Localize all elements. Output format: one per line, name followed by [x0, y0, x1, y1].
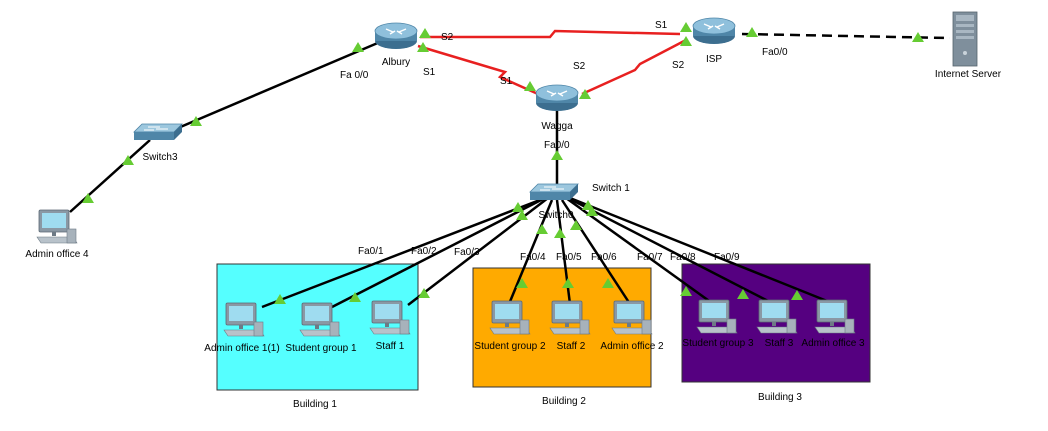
port-label: S2 — [573, 61, 586, 72]
serial-link-albury-wagga[interactable] — [417, 44, 539, 96]
port-label: Fa0/2 — [411, 246, 437, 257]
internet-server-label: Internet Server — [935, 69, 1002, 80]
port-label: S1 — [423, 67, 436, 78]
building-1-label: Building 1 — [293, 399, 337, 410]
router-albury-label: Albury — [382, 57, 410, 68]
switch-switch3[interactable] — [133, 123, 183, 141]
pc-admin-office-3-label: Admin office 3 — [801, 338, 865, 349]
port-label: Fa0/4 — [520, 252, 546, 263]
port-label: Fa0/7 — [637, 252, 663, 263]
building-2-box — [472, 267, 652, 388]
internet-server[interactable] — [952, 11, 978, 67]
router-icon — [374, 22, 418, 50]
link-up-icon — [352, 42, 364, 52]
switch0-label: Switch0 — [538, 210, 573, 221]
pc-staff-3-label: Staff 3 — [765, 338, 794, 349]
pc-student-group-2-label: Student group 2 — [474, 341, 546, 352]
serial-link-albury-isp[interactable] — [420, 29, 681, 39]
switch3-label: Switch3 — [142, 152, 177, 163]
router-icon — [535, 84, 579, 112]
ethernet-link-fa04[interactable] — [507, 199, 554, 305]
ethernet-link-fa08[interactable] — [567, 196, 773, 305]
pc-icon — [36, 209, 78, 244]
server-icon — [952, 11, 978, 67]
ethernet-link-isp-server[interactable] — [741, 32, 951, 40]
link-up-icon — [680, 22, 692, 32]
switch-icon — [133, 123, 183, 141]
router-isp[interactable] — [692, 17, 736, 45]
pc-admin-office-2-label: Admin office 2 — [600, 341, 664, 352]
link-status-indicators — [82, 22, 924, 304]
port-label: Fa0/5 — [556, 252, 582, 263]
port-label: Fa0/3 — [454, 247, 480, 258]
port-label: Fa0/0 — [762, 47, 788, 58]
building-3-label: Building 3 — [758, 392, 802, 403]
router-albury[interactable] — [374, 22, 418, 50]
link-up-icon — [746, 27, 758, 37]
port-label: S1 — [500, 76, 513, 87]
building-3-area: Building 3 — [681, 263, 871, 403]
ethernet-link-albury-switch3[interactable] — [177, 40, 381, 130]
ethernet-link-fa06[interactable] — [560, 199, 632, 305]
pc-staff-1-label: Staff 1 — [376, 341, 405, 352]
pc-admin-office-1-label: Admin office 1(1) — [204, 343, 279, 354]
port-label: S2 — [672, 60, 685, 71]
router-isp-label: ISP — [706, 54, 722, 65]
port-label: Fa0/6 — [591, 252, 617, 263]
port-label: Fa0/8 — [670, 252, 696, 263]
switch-icon — [529, 183, 579, 201]
pc-admin-office-4-label: Admin office 4 — [25, 249, 89, 260]
building-2-area: Building 2 — [472, 267, 652, 407]
pc-student-group-1-label: Student group 1 — [285, 343, 357, 354]
link-up-icon — [551, 150, 563, 160]
port-labels: S2 S1 Fa 0/0 S1 S2 Fa0/0 S1 S2 Fa0/0 Fa0… — [340, 20, 788, 263]
building-2-label: Building 2 — [542, 396, 586, 407]
port-label: Fa0/1 — [358, 246, 384, 257]
link-up-icon — [554, 228, 566, 238]
port-label: Fa0/9 — [714, 252, 740, 263]
ethernet-link-fa01[interactable] — [261, 196, 546, 309]
switch0-alias-label: Switch 1 — [592, 183, 630, 194]
router-wagga[interactable] — [535, 84, 579, 112]
serial-link-isp-wagga[interactable] — [581, 38, 687, 96]
router-wagga-label: Wagga — [541, 121, 573, 132]
port-label: S2 — [441, 32, 454, 43]
link-up-icon — [419, 28, 431, 38]
link-up-icon — [536, 224, 548, 234]
ethernet-link-fa02[interactable] — [331, 196, 546, 309]
port-label: Fa 0/0 — [340, 70, 369, 81]
ethernet-link-fa09[interactable] — [569, 196, 833, 305]
port-label: S1 — [655, 20, 668, 31]
switch-switch0[interactable] — [529, 183, 579, 201]
port-label: Fa0/0 — [544, 140, 570, 151]
link-up-icon — [524, 81, 536, 91]
pc-admin-office-4[interactable] — [36, 209, 78, 244]
pc-student-group-3-label: Student group 3 — [682, 338, 754, 349]
router-icon — [692, 17, 736, 45]
link-up-icon — [570, 220, 582, 230]
ethernet-link-switch3-admin4[interactable] — [69, 139, 151, 213]
pc-staff-2-label: Staff 2 — [557, 341, 586, 352]
